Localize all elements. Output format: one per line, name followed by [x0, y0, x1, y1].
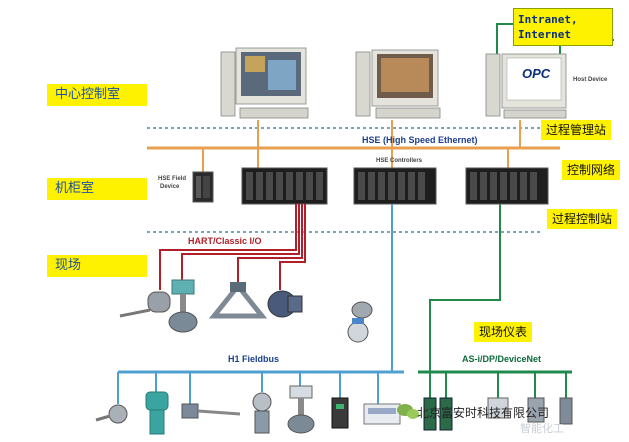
- asi-device-3: [487, 397, 509, 419]
- controller-rack-1: [241, 167, 328, 205]
- hart-wiring: [159, 204, 306, 290]
- hse-field-device: [192, 171, 214, 203]
- zone-label-cabinet-room: 机柜室: [47, 178, 147, 200]
- h1-display-unit: [363, 403, 401, 425]
- hse-controllers-label: HSE Controllers: [376, 158, 423, 164]
- asi-device-5: [559, 397, 573, 425]
- network-line-2: Internet: [518, 28, 571, 41]
- workstation-3-opc: [485, 53, 567, 119]
- opc-logo: OPC: [522, 66, 551, 81]
- asi-module-2: [439, 397, 453, 431]
- host-device-label: Host Device: [573, 77, 608, 83]
- magnetic-flowmeter-h1: [347, 301, 373, 343]
- tag-process-management-station: 过程管理站: [541, 120, 612, 140]
- h1-transmitter-green: [145, 391, 169, 435]
- zone-label-field: 现场: [47, 255, 147, 277]
- watermark-text: 智能化工: [520, 422, 564, 435]
- control-valve-hart: [168, 279, 198, 333]
- asi-module-1: [423, 397, 437, 431]
- zone-label-control-room: 中心控制室: [47, 84, 147, 106]
- wechat-icon: [397, 404, 419, 419]
- tag-control-network: 控制网络: [562, 160, 621, 180]
- h1-fieldbus-label: H1 Fieldbus: [228, 354, 280, 364]
- hse-field-device-label-2: Device: [160, 184, 180, 190]
- h1-io-module: [331, 397, 349, 429]
- pressure-transmitter-hart: [119, 291, 171, 318]
- controller-rack-3: [465, 167, 549, 205]
- hse-bus-label: HSE (High Speed Ethernet): [362, 135, 478, 145]
- tag-process-control-station: 过程控制站: [547, 209, 618, 229]
- h1-pressure-transmitter: [95, 404, 128, 424]
- internet-link-line: [496, 23, 514, 56]
- asi-dp-devicenet-label: AS-i/DP/DeviceNet: [462, 354, 542, 364]
- h1-control-valve: [287, 385, 315, 434]
- intranet-internet-box: Intranet, Internet: [513, 8, 613, 46]
- h1-level-transmitter: [252, 392, 272, 434]
- workstation-2: [355, 49, 441, 119]
- workstation-1: [220, 47, 309, 119]
- asi-drops: [429, 372, 567, 398]
- coriolis-flowmeter-hart: [208, 281, 268, 319]
- motor-hart: [267, 290, 303, 318]
- controller-rack-2: [353, 167, 437, 205]
- tag-field-instruments: 现场仪表: [474, 322, 533, 342]
- h1-drops: [117, 372, 379, 404]
- h1-temperature-probe: [181, 403, 241, 419]
- network-line-1: Intranet,: [518, 13, 578, 26]
- hse-field-device-label-1: HSE Field: [158, 176, 187, 182]
- hart-classic-io-label: HART/Classic I/O: [188, 236, 262, 246]
- asi-device-4: [527, 397, 545, 423]
- asi-controller-link: [429, 204, 501, 372]
- footer-company-name: 北京富安时科技有限公司: [417, 406, 550, 420]
